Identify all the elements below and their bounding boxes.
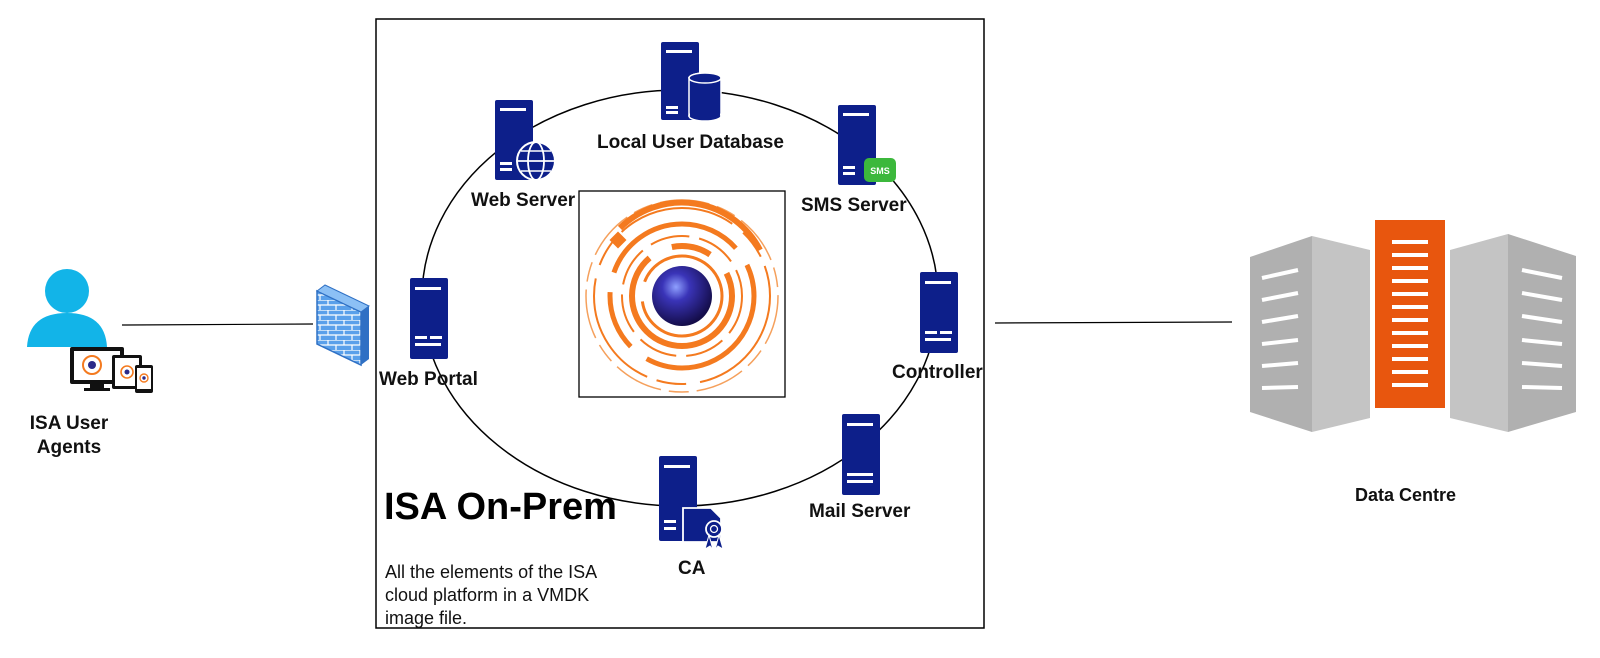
firewall-icon	[316, 284, 370, 367]
mail-server-icon	[842, 414, 880, 495]
controller-label: Controller	[892, 362, 983, 383]
globe-icon	[516, 141, 556, 181]
controller-icon	[920, 272, 958, 353]
local-user-database-label: Local User Database	[597, 132, 784, 153]
mail-server-label: Mail Server	[809, 501, 911, 522]
ca-icon	[659, 456, 724, 551]
sms-server-icon: SMS	[838, 105, 896, 185]
link-user-firewall	[121, 323, 314, 326]
user-icon	[27, 269, 107, 347]
on-prem-title: ISA On-Prem	[384, 486, 617, 528]
web-portal-icon	[410, 278, 448, 359]
on-prem-description: All the elements of the ISA cloud platfo…	[385, 562, 597, 628]
sms-server-label: SMS Server	[801, 195, 907, 216]
sms-badge-text: SMS	[870, 166, 890, 176]
devices-icon	[70, 347, 153, 393]
certificate-icon	[682, 507, 724, 551]
database-icon	[688, 72, 722, 122]
ca-label: CA	[678, 558, 706, 579]
isa-logo-icon	[578, 190, 786, 398]
sms-badge-icon: SMS	[864, 158, 896, 182]
on-prem-box	[375, 18, 985, 629]
link-onprem-datacentre	[994, 321, 1233, 324]
user-agents-label: ISA User Agents	[29, 413, 109, 458]
local-user-database-icon	[661, 42, 722, 122]
web-portal-label: Web Portal	[379, 369, 478, 390]
web-server-icon	[495, 100, 556, 181]
data-centre-icon	[1250, 220, 1576, 432]
data-centre-label: Data Centre	[1355, 485, 1457, 505]
web-server-label: Web Server	[471, 190, 576, 211]
